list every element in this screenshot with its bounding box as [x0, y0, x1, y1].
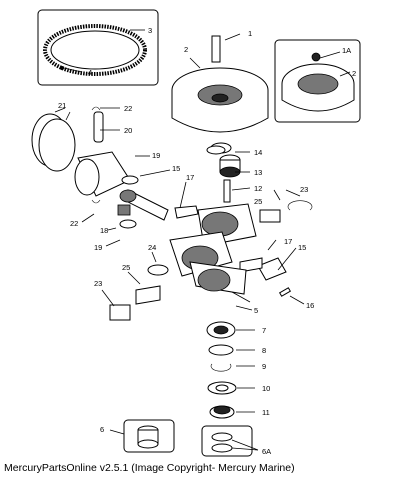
crankshaft [169, 142, 292, 303]
callout-15-upper: 15 [172, 164, 180, 173]
piston-assembly [31, 106, 131, 204]
callout-14: 14 [254, 148, 262, 157]
flywheel [171, 35, 269, 133]
leader-lines [54, 29, 351, 451]
callout-23-lower: 23 [94, 279, 102, 288]
callout-25-upper: 25 [254, 197, 262, 206]
callout-11: 11 [262, 408, 270, 417]
callout-21: 21 [58, 101, 66, 110]
callout-1a: 1A [342, 46, 351, 55]
callout-25-lower: 25 [122, 263, 130, 272]
callout-19-lower: 19 [94, 243, 102, 252]
lower-bearing-stack [206, 321, 237, 419]
callout-2-inset: 2 [352, 69, 356, 78]
bushing-inset [123, 419, 175, 453]
callout-6a: 6A [262, 447, 271, 456]
callout-7: 7 [262, 326, 266, 335]
callout-23-upper: 23 [300, 185, 308, 194]
callout-3: 3 [148, 26, 152, 35]
callout-4: 4 [88, 68, 92, 77]
callout-19-upper: 19 [152, 151, 160, 160]
callout-16: 16 [306, 301, 314, 310]
bushing-inset-6a [201, 425, 253, 457]
callout-17-lower: 17 [284, 237, 292, 246]
ring-gear-inset [37, 9, 159, 86]
exploded-parts-diagram: 1 1A 2 2 3 4 5 6 6A 7 8 9 10 11 12 13 14… [31, 9, 361, 457]
callout-20: 20 [124, 126, 132, 135]
callout-24: 24 [148, 243, 156, 252]
image-caption: MercuryPartsOnline v2.5.1 (Image Copyrig… [4, 462, 295, 474]
callout-17-upper: 17 [186, 173, 194, 182]
callout-1: 1 [248, 29, 252, 38]
callout-9: 9 [262, 362, 266, 371]
callout-2: 2 [184, 45, 188, 54]
callout-18: 18 [100, 226, 108, 235]
callout-12: 12 [254, 184, 262, 193]
callout-8: 8 [262, 346, 266, 355]
callout-5: 5 [254, 306, 258, 315]
callout-15-lower: 15 [298, 243, 306, 252]
callout-labels: 1 1A 2 2 3 4 5 6 6A 7 8 9 10 11 12 13 14… [58, 26, 356, 456]
callout-22-upper: 22 [124, 104, 132, 113]
connecting-rods [109, 175, 287, 321]
callout-13: 13 [254, 168, 262, 177]
callout-10: 10 [262, 384, 270, 393]
callout-22-lower: 22 [70, 219, 78, 228]
callout-6: 6 [100, 425, 104, 434]
retainer-rings [147, 145, 313, 276]
flywheel-inset [274, 39, 361, 123]
